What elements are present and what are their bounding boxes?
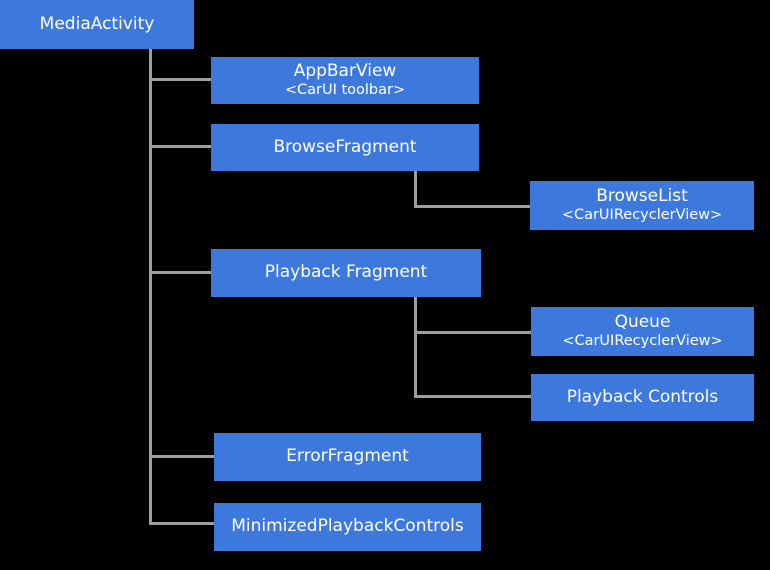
connector-trunk-main [149, 48, 152, 525]
connector-branch-playback-fragment [149, 271, 213, 274]
connector-trunk-browse [414, 171, 417, 208]
node-title: AppBarView [293, 61, 397, 82]
node-title: ErrorFragment [286, 446, 409, 467]
node-title: Playback Controls [566, 386, 719, 407]
node-app-bar-view[interactable]: AppBarView<CarUI toolbar> [211, 57, 479, 104]
node-title: BrowseFragment [273, 136, 417, 157]
node-browse-list[interactable]: BrowseList<CarUIRecyclerView> [530, 181, 754, 230]
node-title: MediaActivity [39, 13, 155, 34]
node-error-fragment[interactable]: ErrorFragment [214, 433, 481, 481]
node-title: Playback Fragment [264, 262, 428, 283]
connector-trunk-playback [414, 297, 417, 398]
node-minimized-playback-controls[interactable]: MinimizedPlaybackControls [214, 503, 481, 551]
connector-branch-app-bar-view [149, 78, 213, 81]
connector-branch-queue [414, 331, 533, 334]
node-media-activity[interactable]: MediaActivity [0, 0, 194, 49]
connector-branch-playback-controls [414, 395, 533, 398]
node-queue[interactable]: Queue<CarUIRecyclerView> [531, 307, 754, 356]
node-title: BrowseList [596, 186, 688, 207]
connector-branch-error-fragment [149, 455, 215, 458]
node-browse-fragment[interactable]: BrowseFragment [211, 124, 479, 171]
node-subtitle: <CarUI toolbar> [284, 82, 406, 99]
node-title: Queue [614, 312, 671, 333]
connector-branch-browse-fragment [149, 145, 213, 148]
node-subtitle: <CarUIRecyclerView> [561, 207, 723, 224]
node-subtitle: <CarUIRecyclerView> [562, 333, 723, 350]
connector-branch-minimized-playback-controls [149, 522, 215, 525]
node-title: MinimizedPlaybackControls [231, 516, 464, 537]
node-playback-fragment[interactable]: Playback Fragment [211, 249, 481, 297]
node-playback-controls[interactable]: Playback Controls [531, 374, 754, 421]
connector-branch-browse-list [414, 205, 532, 208]
